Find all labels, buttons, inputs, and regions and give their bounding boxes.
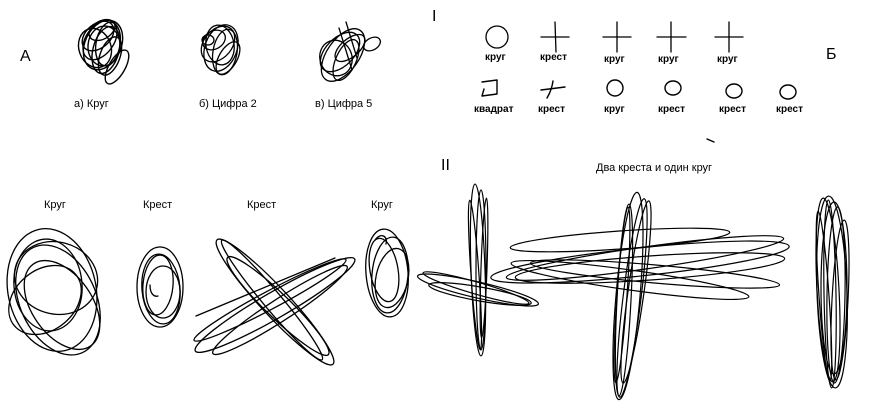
panel-label-b: Б — [826, 46, 837, 63]
stray-mark — [706, 138, 715, 143]
b-drawing-square — [481, 79, 498, 97]
b-drawing-cross — [602, 21, 632, 53]
bottom-scribble-cross-x — [193, 238, 356, 366]
bottom-title-cross: Крест — [143, 199, 173, 211]
b-bottom-caption: квадрат — [474, 104, 514, 115]
b-bottom-caption: крест — [538, 104, 566, 115]
b-drawing-small-circle — [779, 84, 797, 100]
b-top-caption: круг — [485, 52, 506, 63]
b-bottom-caption: крест — [719, 104, 747, 115]
bottom-title-two-crosses-one-circle: Два креста и один круг — [596, 162, 713, 174]
b-top-caption: круг — [658, 54, 679, 65]
bottom-scribble-circle — [6, 228, 101, 356]
b-top-caption: круг — [604, 54, 625, 65]
panel-label-i: I — [432, 8, 437, 25]
scribble-circle-a — [77, 18, 130, 85]
scribble-digit-2 — [200, 24, 241, 76]
bottom-right-scribble-cross-1 — [416, 183, 540, 357]
b-drawing-small-circle — [664, 80, 682, 96]
b-drawing-circle — [485, 25, 509, 49]
b-drawing-small-circle — [606, 79, 624, 97]
b-top-caption: круг — [717, 54, 738, 65]
b-bottom-caption: круг — [604, 104, 625, 115]
b-top-caption: крест — [540, 52, 568, 63]
b-drawing-cross — [656, 21, 687, 53]
caption-circle: а) Круг — [74, 98, 109, 110]
b-top-drawings — [485, 21, 744, 53]
panel-label-ii: II — [441, 157, 450, 174]
scribble-digit-5 — [319, 21, 382, 82]
caption-digit-5: в) Цифра 5 — [315, 98, 373, 110]
b-drawing-cross — [540, 21, 570, 53]
panel-label-a: А — [20, 48, 31, 65]
b-drawing-cross — [714, 21, 744, 53]
bottom-right-scribble-cross-2 — [490, 191, 790, 401]
b-drawing-cross-small — [540, 80, 566, 99]
caption-digit-2: б) Цифра 2 — [199, 98, 257, 110]
b-drawing-small-circle — [725, 83, 743, 99]
b-bottom-drawings — [481, 79, 797, 143]
bottom-right-scribble-circle — [815, 195, 850, 389]
bottom-title-circle: Круг — [44, 199, 66, 211]
b-bottom-caption: крест — [776, 104, 804, 115]
bottom-scribble-circle-small — [365, 228, 410, 318]
bottom-title-circle: Круг — [371, 199, 393, 211]
bottom-scribble-cross-oval — [136, 246, 184, 328]
bottom-title-cross: Крест — [247, 199, 277, 211]
b-bottom-caption: крест — [658, 104, 686, 115]
